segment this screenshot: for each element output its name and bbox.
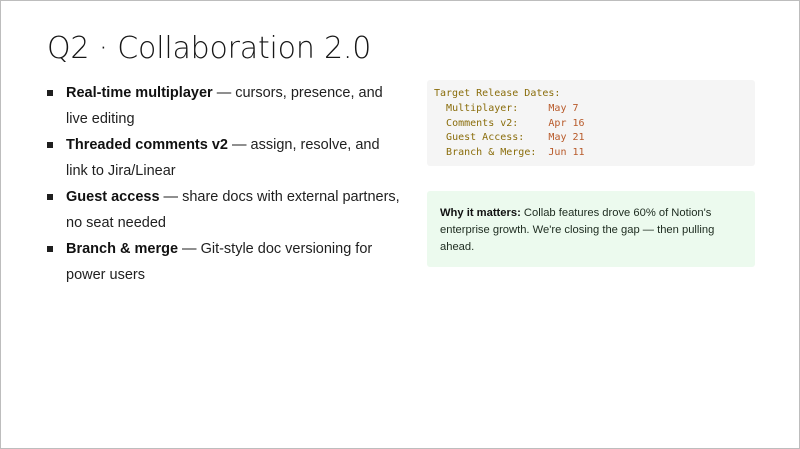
bullet-square-icon: [47, 89, 53, 96]
release-dates-code-block: Target Release Dates: Multiplayer: May 7…: [427, 80, 755, 166]
callout-label: Why it matters:: [440, 207, 521, 219]
release-label: Guest Access:: [446, 132, 525, 144]
bullet-text: — cursors, presence, and live editing: [66, 85, 383, 127]
release-dates-title: Target Release Dates:: [434, 88, 561, 99]
release-row: Comments v2: Apr 16: [434, 117, 748, 132]
bullet-square-icon: [47, 193, 53, 200]
why-it-matters-callout: Why it matters: Collab features drove 60…: [427, 191, 755, 267]
release-label: Branch & Merge:: [446, 147, 537, 159]
bullet-item: Threaded comments v2 — assign, resolve, …: [47, 133, 402, 184]
bullet-text: — assign, resolve, and link to Jira/Line…: [66, 137, 380, 179]
bullet-item: Real-time multiplayer — cursors, presenc…: [47, 81, 402, 132]
bullet-heading: Real-time multiplayer: [66, 85, 213, 101]
release-row: Multiplayer: May 7: [434, 102, 748, 117]
release-date: May 7: [548, 102, 579, 114]
release-date: Apr 16: [548, 117, 585, 129]
slide-title: Q2 · Collaboration 2.0: [47, 31, 372, 66]
bullet-square-icon: [47, 245, 53, 252]
bullet-text: — share docs with external partners, no …: [66, 189, 400, 231]
release-date: Jun 11: [548, 147, 585, 159]
release-date: May 21: [548, 132, 585, 144]
release-label: Multiplayer:: [446, 102, 519, 114]
bullet-item: Branch & merge — Git-style doc versionin…: [47, 237, 402, 288]
bullet-list: Real-time multiplayer — cursors, presenc…: [47, 81, 402, 289]
callout-text: Collab features drove 60% of Notion's en…: [440, 207, 715, 253]
bullet-heading: Branch & merge: [66, 241, 179, 257]
release-label: Comments v2:: [446, 117, 519, 129]
release-row: Guest Access: May 21: [434, 131, 748, 146]
bullet-text: — Git-style doc versioning for power use…: [66, 241, 373, 283]
release-row: Branch & Merge: Jun 11: [434, 146, 748, 161]
bullet-heading: Threaded comments v2: [66, 137, 228, 153]
bullet-square-icon: [47, 141, 53, 148]
bullet-heading: Guest access: [66, 189, 160, 205]
bullet-item: Guest access — share docs with external …: [47, 185, 402, 236]
